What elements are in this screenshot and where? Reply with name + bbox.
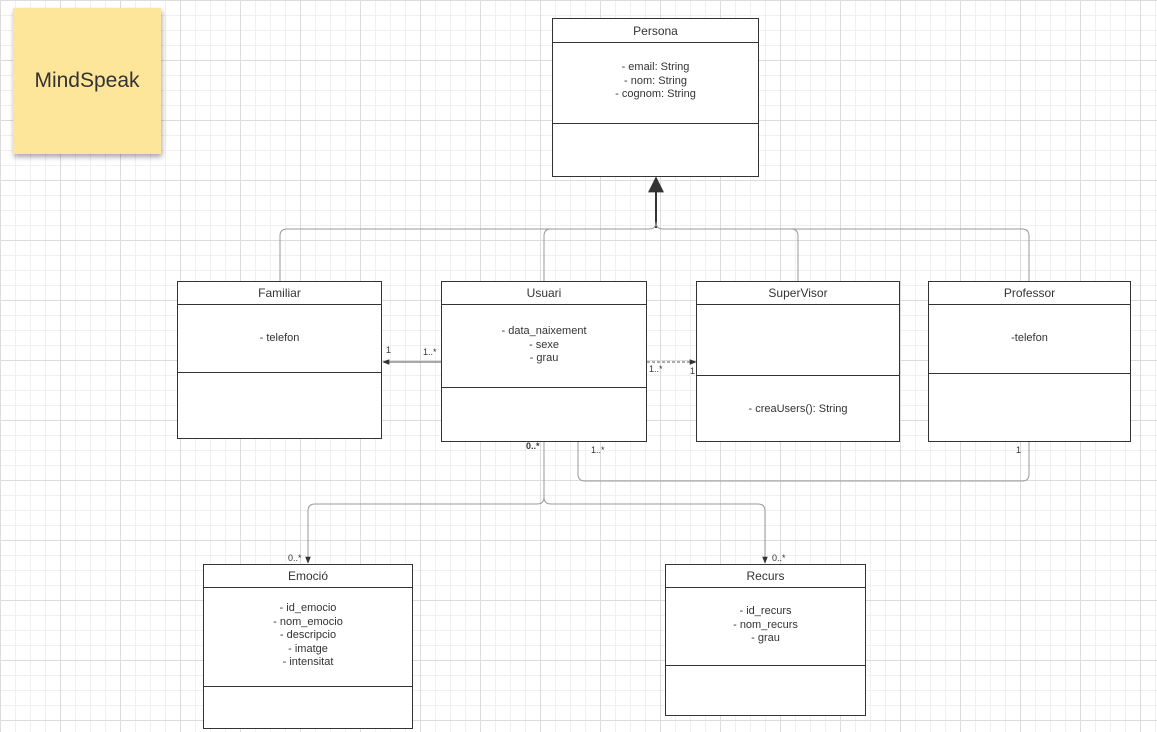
generalization-familiar <box>279 221 657 281</box>
multiplicity-professor: 1 <box>1016 445 1022 455</box>
attribute: - telefon <box>259 332 300 344</box>
multiplicity-usuari-familiar: 1..* <box>423 347 437 357</box>
class-emocio[interactable]: Emoció - id_emocio - nom_emocio - descri… <box>203 564 413 729</box>
attribute: - nom_emocio <box>273 615 343 628</box>
assoc-usuari-recurs <box>543 496 768 564</box>
class-recurs-attributes: - id_recurs - nom_recurs - grau <box>666 588 865 666</box>
attribute: - imatge <box>288 642 328 655</box>
class-professor-name: Professor <box>929 282 1130 305</box>
assoc-usuari-down <box>305 442 545 564</box>
attribute: - data_naixement <box>501 325 587 337</box>
class-usuari-attributes: - data_naixement - sexe - grau <box>442 305 646 388</box>
class-recurs[interactable]: Recurs - id_recurs - nom_recurs - grau <box>665 564 866 716</box>
generalization-usuari <box>543 228 552 281</box>
class-familiar[interactable]: Familiar - telefon <box>177 281 382 439</box>
class-familiar-attributes: - telefon <box>178 305 381 373</box>
class-professor-operations <box>929 374 1130 441</box>
attribute: - sexe <box>529 338 559 351</box>
attribute: - descripcio <box>279 629 337 641</box>
multiplicity-emocio: 0..* <box>288 553 302 563</box>
multiplicity-recurs: 0..* <box>772 553 786 563</box>
class-usuari-operations <box>442 388 646 441</box>
class-emocio-attributes: - id_emocio - nom_emocio - descripcio - … <box>204 588 412 687</box>
class-familiar-name: Familiar <box>178 282 381 305</box>
attribute: - nom: String <box>624 74 687 87</box>
class-supervisor-name: SuperVisor <box>697 282 899 305</box>
class-professor-attributes: -telefon <box>929 305 1130 374</box>
class-supervisor-operations: - creaUsers(): String <box>697 376 899 441</box>
multiplicity-usuari-supervisor: 1..* <box>649 364 663 374</box>
class-supervisor-attributes <box>697 305 899 376</box>
generalization-supervisor <box>655 221 799 281</box>
class-recurs-operations <box>666 666 865 715</box>
class-familiar-operations <box>178 373 381 438</box>
multiplicity-usuari-professor: 1..* <box>591 445 605 455</box>
class-supervisor[interactable]: SuperVisor - creaUsers(): String <box>696 281 900 442</box>
attribute: - email: String <box>621 61 690 73</box>
multiplicity-supervisor: 1 <box>690 366 696 376</box>
assoc-usuari-professor <box>577 442 1030 482</box>
attribute: - grau <box>529 352 559 364</box>
attribute: - intensitat <box>282 656 334 668</box>
attribute: - cognom: String <box>615 88 696 100</box>
class-persona-attributes: - email: String - nom: String - cognom: … <box>553 43 758 124</box>
generalization-professor <box>791 228 1030 281</box>
operation: - creaUsers(): String <box>748 402 848 415</box>
class-persona-name: Persona <box>553 19 758 43</box>
class-persona-operations <box>553 124 758 176</box>
multiplicity-familiar: 1 <box>386 345 392 355</box>
sticky-note[interactable]: MindSpeak <box>13 8 161 154</box>
attribute: - nom_recurs <box>733 618 798 631</box>
sticky-note-label: MindSpeak <box>34 69 140 92</box>
attribute: - grau <box>751 632 780 644</box>
class-recurs-name: Recurs <box>666 565 865 588</box>
class-emocio-name: Emoció <box>204 565 412 588</box>
attribute: - id_recurs <box>739 605 792 617</box>
attribute: - id_emocio <box>279 602 337 614</box>
class-persona[interactable]: Persona - email: String - nom: String - … <box>552 18 759 177</box>
multiplicity-usuari-bottom: 0..* <box>526 441 540 451</box>
attribute: -telefon <box>1011 332 1048 344</box>
class-usuari-name: Usuari <box>442 282 646 305</box>
class-emocio-operations <box>204 687 412 728</box>
class-usuari[interactable]: Usuari - data_naixement - sexe - grau <box>441 281 647 442</box>
class-professor[interactable]: Professor -telefon <box>928 281 1131 442</box>
